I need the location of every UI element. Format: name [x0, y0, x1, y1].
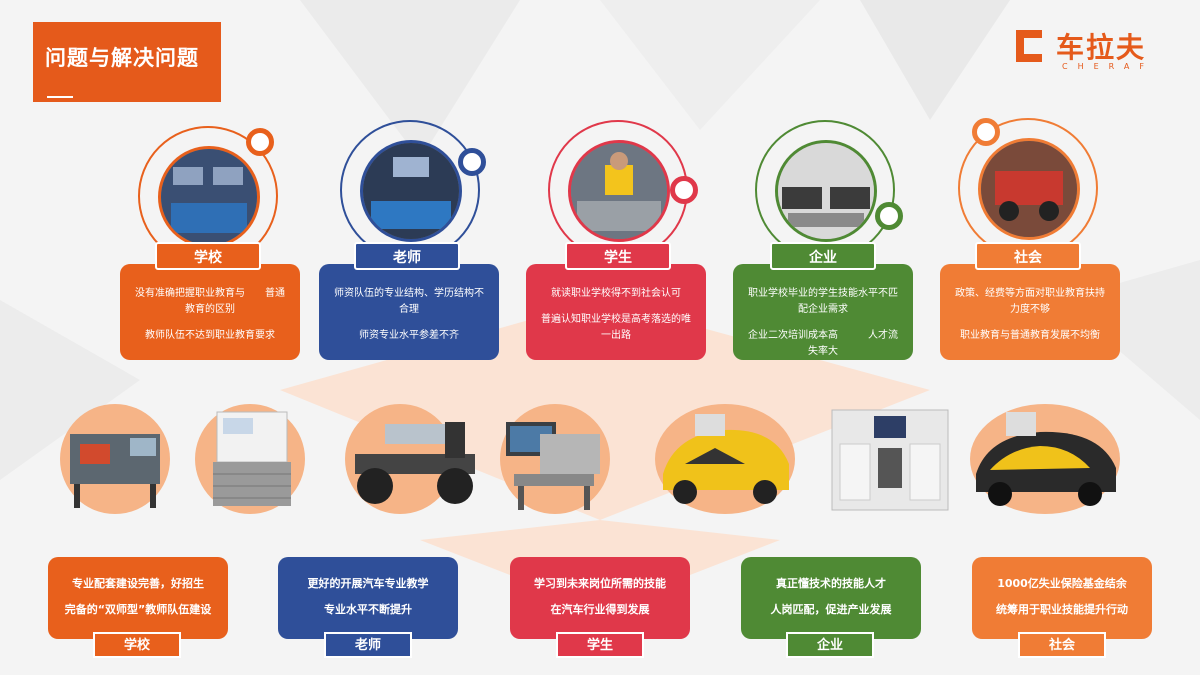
- tag-teacher: 老师: [354, 242, 460, 270]
- product-row: [0, 380, 1200, 520]
- solution-text: 人岗匹配，促进产业发展: [770, 603, 892, 616]
- logo-text: 车拉夫: [1056, 31, 1147, 64]
- problem-text: 职业学校毕业的学生技能水平不匹配企业需求: [748, 288, 898, 315]
- problem-card-enterprise: 职业学校毕业的学生技能水平不匹配企业需求 企业二次培训成本高 人才流失率大: [733, 264, 913, 360]
- problem-text: 职业教育与普通教育发展不均衡: [960, 330, 1100, 341]
- product-electrical-trainer: [195, 404, 305, 514]
- page-title: 问题与解决问题: [45, 46, 199, 70]
- photo-society: [978, 138, 1080, 240]
- solution-text: 专业水平不断提升: [324, 603, 412, 616]
- solution-tag-enterprise: 企业: [786, 632, 874, 658]
- solution-card-society: 1000亿失业保险基金结余 统筹用于职业技能提升行动: [972, 557, 1152, 639]
- product-engine-bench: [60, 404, 170, 514]
- tag-enterprise: 企业: [770, 242, 876, 270]
- tag-society: 社会: [975, 242, 1081, 270]
- solution-text: 完备的“双师型”教师队伍建设: [64, 603, 212, 616]
- problem-text: 政策、经费等方面对职业教育扶持力度不够: [955, 288, 1105, 315]
- solution-text: 1000亿失业保险基金结余: [997, 577, 1127, 590]
- solution-tag-student: 学生: [556, 632, 644, 658]
- product-display-panel: [830, 404, 949, 514]
- problem-text: 师资队伍的专业结构、学历结构不合理: [334, 288, 484, 315]
- brand-logo: 车拉夫 CHERAF: [1010, 24, 1190, 76]
- tag-school: 学校: [155, 242, 261, 270]
- solution-text: 真正懂技术的技能人才: [776, 577, 886, 590]
- problem-text: 就读职业学校得不到社会认可: [551, 288, 681, 299]
- problem-text: 普遍认知职业学校是高考落选的唯一出路: [541, 314, 691, 341]
- photo-school: [158, 146, 260, 248]
- solution-tag-teacher: 老师: [324, 632, 412, 658]
- solution-text: 在汽车行业得到发展: [550, 603, 650, 616]
- title-underline: [47, 96, 73, 98]
- problem-text: 师资专业水平参差不齐: [359, 330, 459, 341]
- solution-text: 学习到未来岗位所需的技能: [534, 577, 666, 590]
- problem-card-student: 就读职业学校得不到社会认可 普遍认知职业学校是高考落选的唯一出路: [526, 264, 706, 360]
- photo-teacher: [360, 140, 462, 242]
- circle-enterprise: [755, 120, 903, 260]
- brand-mark-icon: [1016, 30, 1042, 62]
- product-car-trainer: [970, 404, 1120, 514]
- solution-card-enterprise: 真正懂技术的技能人才 人岗匹配，促进产业发展: [741, 557, 921, 639]
- solution-tag-society: 社会: [1018, 632, 1106, 658]
- problem-text: 没有准确把握职业教育与 普通教育的区别: [135, 288, 285, 315]
- title-box: 问题与解决问题: [33, 22, 221, 102]
- solution-text: 更好的开展汽车专业教学: [307, 577, 429, 590]
- product-diagnostic-bench: [500, 404, 610, 514]
- photo-student: [568, 140, 670, 242]
- problem-text: 教师队伍不达到职业教育要求: [145, 330, 275, 341]
- problem-card-school: 没有准确把握职业教育与 普通教育的区别 教师队伍不达到职业教育要求: [120, 264, 300, 360]
- circle-teacher: [340, 120, 486, 260]
- photo-enterprise: [775, 140, 877, 242]
- logo-subtext: CHERAF: [1062, 62, 1154, 71]
- problem-card-society: 政策、经费等方面对职业教育扶持力度不够 职业教育与普通教育发展不均衡: [940, 264, 1120, 360]
- solution-card-teacher: 更好的开展汽车专业教学 专业水平不断提升: [278, 557, 458, 639]
- problem-text: 企业二次培训成本高 人才流失率大: [748, 330, 898, 357]
- product-car-cutaway: [655, 404, 795, 514]
- circle-student: [548, 120, 698, 260]
- problem-card-teacher: 师资队伍的专业结构、学历结构不合理 师资专业水平参差不齐: [319, 264, 499, 360]
- circle-society: [958, 118, 1098, 258]
- solution-text: 统筹用于职业技能提升行动: [996, 603, 1128, 616]
- solution-tag-school: 学校: [93, 632, 181, 658]
- solution-card-student: 学习到未来岗位所需的技能 在汽车行业得到发展: [510, 557, 690, 639]
- tag-student: 学生: [565, 242, 671, 270]
- solution-card-school: 专业配套建设完善，好招生 完备的“双师型”教师队伍建设: [48, 557, 228, 639]
- product-chassis-rig: [345, 404, 475, 514]
- solution-text: 专业配套建设完善，好招生: [72, 577, 204, 590]
